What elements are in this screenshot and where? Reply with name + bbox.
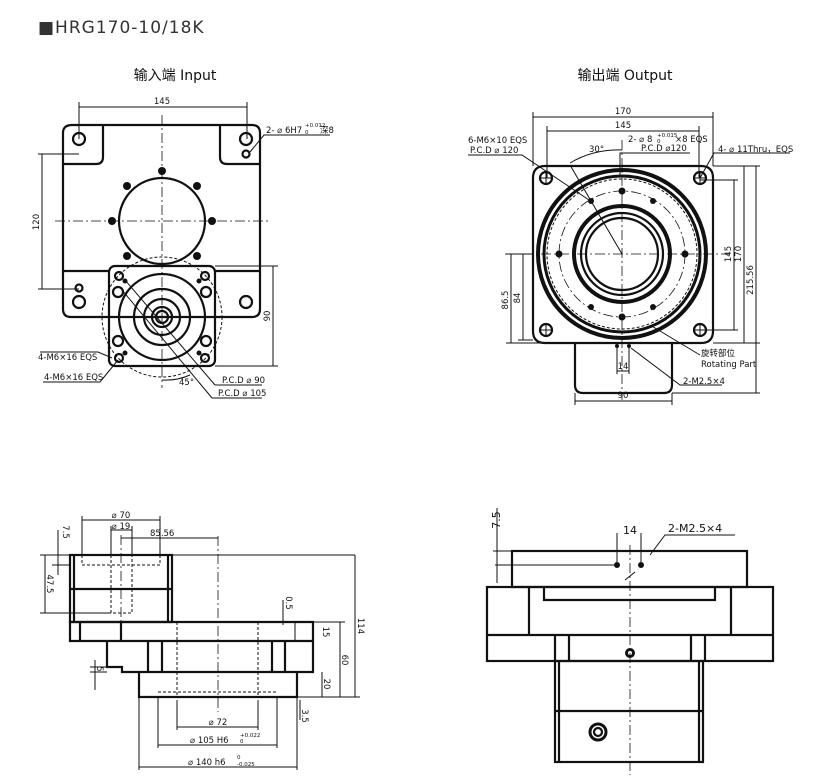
dim-5: 5: [94, 666, 104, 671]
dim-d140-lower: -0.025: [237, 762, 255, 768]
dim-215-56: 215.56: [746, 265, 756, 295]
dim-d19: ⌀ 19: [112, 522, 131, 532]
pin-tol-lower: 0: [657, 139, 661, 145]
screw-note-1: 4-M6×16 EQS: [38, 353, 97, 363]
tap-note: 2-M2.5×4: [668, 522, 722, 535]
dim-14: 14: [618, 362, 629, 372]
dim-0-5: 0.5: [283, 596, 293, 610]
dim-86-5: 86.5: [501, 291, 511, 310]
input-view-title: 输入端 Input: [134, 68, 217, 84]
dim-d105-lower: 0: [240, 739, 244, 745]
dim-47-5: 47.5: [44, 575, 54, 594]
rotating-part-cn: 旋转部位: [701, 348, 736, 359]
dim-85-56: 85.56: [150, 529, 174, 539]
dim-7-5: 7.5: [60, 525, 70, 539]
dim-145-vertical: 145: [724, 246, 734, 262]
angle-45: 45°: [179, 378, 194, 388]
dim-90: 90: [263, 311, 273, 322]
pcd-90: P.C.D ⌀ 90: [222, 376, 265, 386]
input-view: 输入端 Input 145 120: [32, 68, 334, 399]
dim-114: 114: [355, 618, 365, 634]
hex-bolt-icon: [588, 722, 608, 742]
dim-d105-upper: +0.022: [240, 733, 260, 739]
dim-20: 20: [321, 679, 331, 690]
pcd-105: P.C.D ⌀ 105: [218, 389, 266, 399]
dim-d70: ⌀ 70: [112, 511, 131, 521]
dim-3-5: 3.5: [299, 709, 309, 723]
pin-note: 2- ⌀ 8: [628, 135, 652, 145]
dowel-tol-upper: +0.012: [305, 123, 325, 129]
dim-d140: ⌀ 140 h6: [188, 758, 226, 768]
dowel-depth: 深8: [320, 126, 334, 136]
output-body: [531, 164, 715, 345]
pin-tol-upper: +0.015: [657, 133, 678, 139]
side-view: ⌀ 70 ⌀ 19 85.56 7.5 47.5 0.5 15 60 114 2…: [40, 511, 365, 770]
dowel-note: 2- ⌀ 6H7: [266, 126, 302, 136]
dim-145: 145: [615, 121, 631, 131]
dim-d140-upper: 0: [237, 755, 241, 761]
dim-145: 145: [154, 97, 170, 107]
dim-7-5: 7.5: [490, 511, 503, 529]
dim-90: 90: [618, 391, 629, 401]
pin-pcd: P.C.D ⌀120: [641, 144, 687, 154]
tap-note: 2-M2.5×4: [683, 377, 725, 387]
input-plate: [61, 123, 262, 319]
dim-15: 15: [320, 627, 330, 638]
dim-170-vertical: 170: [734, 246, 744, 262]
angle-30: 30°: [589, 145, 604, 155]
rotating-part-en: Rotating Part: [701, 360, 757, 370]
side-body: [68, 620, 315, 699]
dim-84: 84: [513, 293, 523, 304]
dowel-tol-lower: 0: [305, 130, 309, 136]
dim-170: 170: [615, 107, 631, 117]
dim-d105: ⌀ 105 H6: [190, 736, 229, 746]
dim-14: 14: [623, 524, 637, 537]
screw-note-2: 4-M6×16 EQS: [44, 373, 103, 383]
output-view-title: 输出端 Output: [577, 68, 673, 84]
dim-d72: ⌀ 72: [209, 718, 228, 728]
dim-120: 120: [32, 214, 42, 230]
screw-note: 6-M6×10 EQS: [468, 136, 527, 146]
screw-pcd: P.C.D ⌀ 120: [470, 146, 518, 156]
dim-60: 60: [339, 655, 349, 666]
output-view: 输出端 Output 170: [468, 68, 793, 405]
front-view: 7.5 14 2-M2.5×4: [485, 508, 775, 775]
thru-hole-note: 4- ⌀ 11Thru，EQS: [718, 145, 793, 155]
pin-rest: ×8 EQS: [675, 135, 708, 145]
model-title: ■HRG170-10/18K: [38, 18, 205, 38]
